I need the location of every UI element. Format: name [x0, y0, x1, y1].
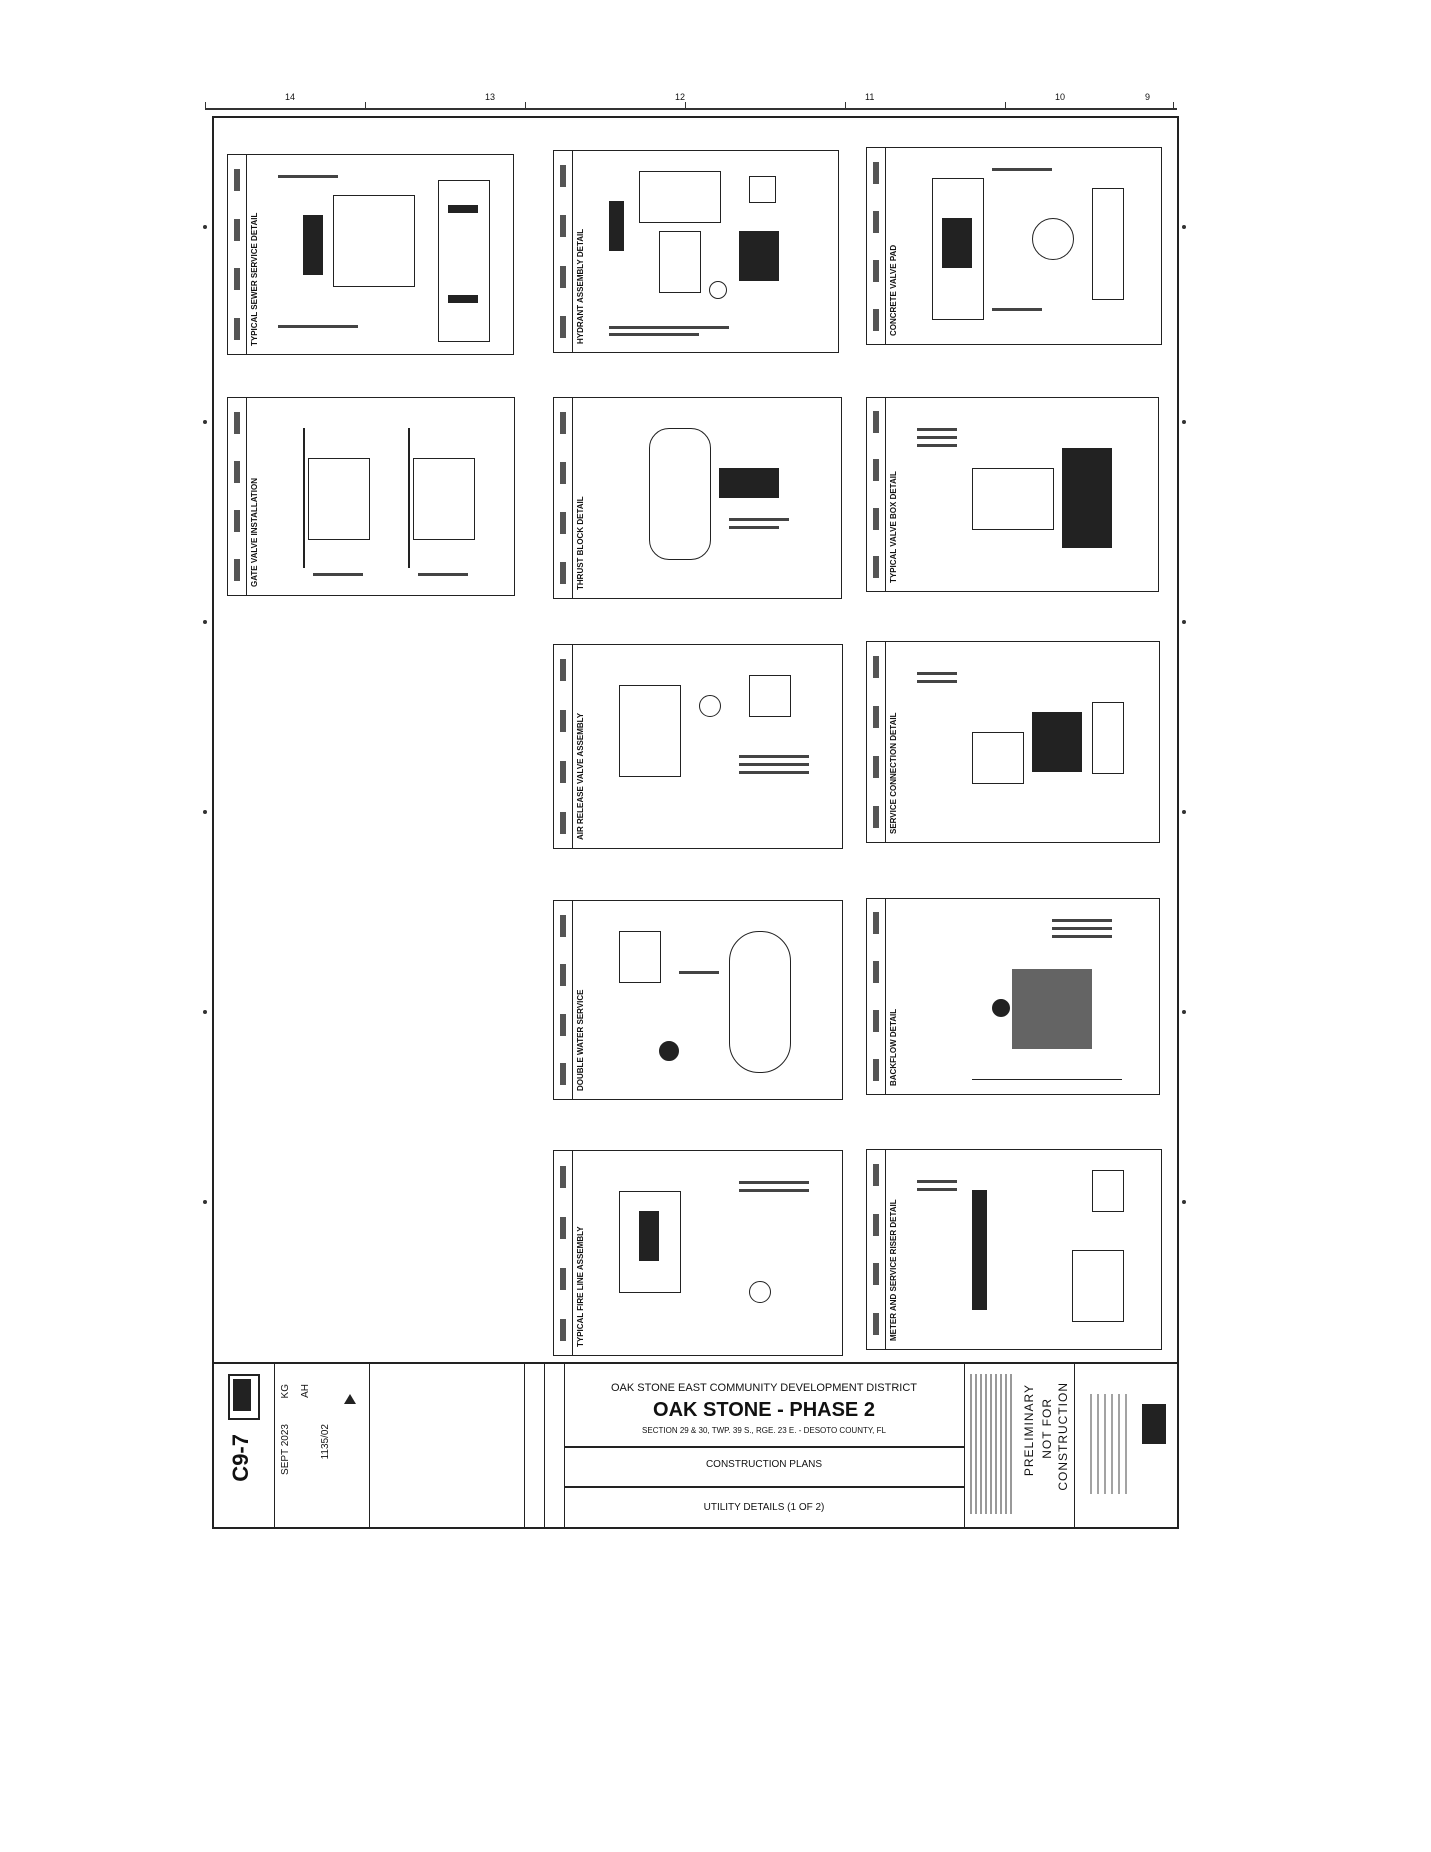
- status-not-for: NOT FOR: [1040, 1398, 1054, 1459]
- checked-by: AH: [300, 1384, 311, 1398]
- sheet-title: UTILITY DETAILS (1 OF 2): [703, 1502, 825, 1513]
- top-ruler: 14 13 12 11 10 9: [205, 92, 1177, 110]
- detail-title: DOUBLE WATER SERVICE: [576, 989, 585, 1092]
- title-block: C9-7 KG AH SEPT 2023 1135/02 OAK STONE E…: [212, 1362, 1179, 1529]
- detail-panel: SERVICE CONNECTION DETAIL: [866, 641, 1160, 843]
- sheet-number: C9-7: [228, 1434, 253, 1482]
- project-number: 1135/02: [320, 1424, 331, 1460]
- ruler-label: 14: [285, 92, 296, 102]
- firm-cell: [1074, 1364, 1177, 1527]
- ruler-label: 13: [485, 92, 496, 102]
- detail-panel: THRUST BLOCK DETAIL: [553, 397, 842, 599]
- detail-panel: DOUBLE WATER SERVICE: [553, 900, 843, 1100]
- project-section: SECTION 29 & 30, TWP. 39 S., RGE. 23 E. …: [642, 1426, 886, 1435]
- detail-title: GATE VALVE INSTALLATION: [250, 477, 259, 587]
- call-811-icon: [228, 1374, 260, 1420]
- drawn-by: KG: [280, 1384, 291, 1399]
- detail-panel: HYDRANT ASSEMBLY DETAIL: [553, 150, 839, 353]
- detail-title: THRUST BLOCK DETAIL: [576, 496, 585, 590]
- detail-panel: TYPICAL SEWER SERVICE DETAIL: [227, 154, 514, 355]
- sheet-info-cell: KG AH SEPT 2023 1135/02: [274, 1364, 370, 1527]
- detail-title: BACKFLOW DETAIL: [889, 1008, 898, 1086]
- plans-label: CONSTRUCTION PLANS: [705, 1459, 823, 1470]
- sheet-date: SEPT 2023: [280, 1424, 291, 1475]
- detail-title: TYPICAL FIRE LINE ASSEMBLY: [576, 1226, 585, 1347]
- project-name: OAK STONE - PHASE 2: [653, 1399, 875, 1421]
- detail-panel: TYPICAL FIRE LINE ASSEMBLY: [553, 1150, 843, 1356]
- ruler-label: 10: [1055, 92, 1066, 102]
- project-block: OAK STONE EAST COMMUNITY DEVELOPMENT DIS…: [564, 1364, 965, 1527]
- detail-title: CONCRETE VALVE PAD: [889, 244, 898, 336]
- ruler-label: 11: [865, 92, 875, 102]
- detail-panel: BACKFLOW DETAIL: [866, 898, 1160, 1095]
- district-name: OAK STONE EAST COMMUNITY DEVELOPMENT DIS…: [610, 1382, 917, 1394]
- detail-panel: AIR RELEASE VALVE ASSEMBLY: [553, 644, 843, 849]
- firm-logo-icon: [1142, 1404, 1166, 1444]
- status-cell: PRELIMINARY NOT FOR CONSTRUCTION: [964, 1364, 1075, 1527]
- detail-panel: TYPICAL VALVE BOX DETAIL: [866, 397, 1159, 592]
- detail-panel: GATE VALVE INSTALLATION: [227, 397, 515, 596]
- detail-title: SERVICE CONNECTION DETAIL: [889, 712, 898, 835]
- revision-triangle-icon: [344, 1394, 356, 1404]
- detail-title: AIR RELEASE VALVE ASSEMBLY: [576, 712, 585, 840]
- detail-title: METER AND SERVICE RISER DETAIL: [889, 1199, 898, 1341]
- status-preliminary: PRELIMINARY: [1022, 1384, 1036, 1477]
- revisions-cell: [369, 1364, 525, 1527]
- ruler-label: 9: [1145, 92, 1151, 102]
- detail-title: TYPICAL SEWER SERVICE DETAIL: [250, 212, 259, 346]
- status-construction: CONSTRUCTION: [1056, 1382, 1070, 1491]
- detail-title: TYPICAL VALVE BOX DETAIL: [889, 471, 898, 583]
- detail-title: HYDRANT ASSEMBLY DETAIL: [576, 228, 585, 344]
- sheet-number-cell: C9-7: [214, 1364, 275, 1527]
- ruler-label: 12: [675, 92, 686, 102]
- detail-panel: CONCRETE VALVE PAD: [866, 147, 1162, 345]
- detail-panel: METER AND SERVICE RISER DETAIL: [866, 1149, 1162, 1350]
